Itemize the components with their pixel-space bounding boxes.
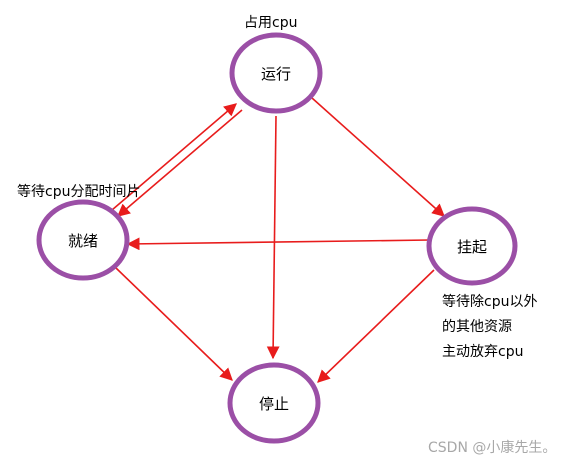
arrow-suspended-to-ready [126,237,431,251]
state-label-stopped: 停止 [259,395,289,413]
state-node-suspended: 挂起 [426,206,518,286]
note-ready-waiting-timeslice: 等待cpu分配时间片 [17,183,140,200]
arrow-ready-to-running [111,103,237,211]
state-node-stopped: 停止 [227,362,321,444]
state-label-suspended: 挂起 [457,238,487,256]
arrow-running-to-suspended [311,97,445,217]
state-node-running: 运行 [229,32,323,114]
watermark: CSDN @小康先生。 [428,439,556,456]
arrow-ready-to-stopped [115,267,233,381]
state-node-ready: 就绪 [36,199,130,281]
note-suspended-line3: 主动放弃cpu [442,344,523,360]
arrow-suspended-to-stopped [317,269,435,383]
note-running-occupies-cpu: 占用cpu [244,15,297,31]
arrow-running-to-ready [117,109,243,217]
arrow-running-to-stopped [266,115,280,360]
state-label-running: 运行 [261,65,291,83]
note-suspended-line1: 等待除cpu以外 [442,293,537,310]
note-suspended-line2: 的其他资源 [442,319,512,335]
transition-arrows [111,97,445,383]
state-label-ready: 就绪 [68,232,98,250]
